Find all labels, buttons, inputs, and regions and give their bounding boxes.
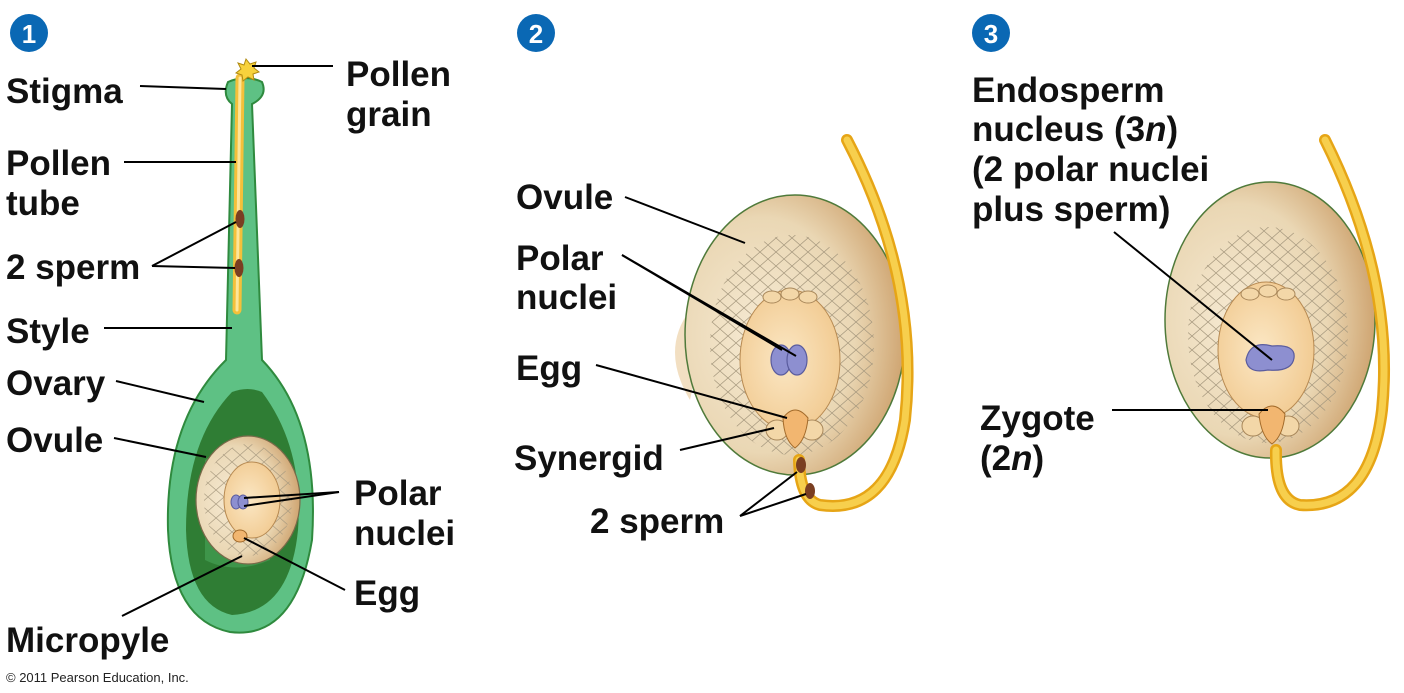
leader2-polar-b <box>621 254 797 357</box>
label-sperm: 2 sperm <box>6 248 140 287</box>
label-egg: Egg <box>354 574 420 613</box>
leader-stigma <box>139 85 227 90</box>
copyright-notice: © 2011 Pearson Education, Inc. <box>6 670 189 685</box>
leader-sperm-a <box>151 221 237 267</box>
leader-ovule <box>113 437 207 458</box>
label2-polar-nuclei-2: nuclei <box>516 278 617 317</box>
step-badge-2: 2 <box>517 14 555 52</box>
label-pollen-tube-1: Pollen <box>6 144 111 183</box>
label-pollen-grain-2: grain <box>346 95 432 134</box>
label2-synergid: Synergid <box>514 439 664 478</box>
leader-polar-nuclei-b <box>243 491 340 507</box>
label2-sperm: 2 sperm <box>590 502 724 541</box>
label-pollen-grain-1: Pollen <box>346 55 451 94</box>
label3-zygote-1: Zygote <box>980 399 1095 438</box>
leader-egg <box>243 537 346 591</box>
leader2-egg <box>595 364 788 419</box>
ovule-illustration-3 <box>1164 134 1391 512</box>
label-stigma: Stigma <box>6 72 123 111</box>
step-badge-3: 3 <box>972 14 1010 52</box>
leader-micropyle <box>121 555 243 617</box>
svg-text:3: 3 <box>984 19 998 49</box>
label-ovary: Ovary <box>6 364 106 403</box>
leader2-sperm-b <box>739 493 807 517</box>
label-polar-nuclei-2: nuclei <box>354 514 455 553</box>
ovule-illustration-2 <box>675 134 914 512</box>
leader2-synergid <box>679 427 775 451</box>
leader-polar-nuclei-a <box>243 491 340 499</box>
leader2-ovule <box>624 196 746 244</box>
leader2-sperm-a <box>739 471 798 517</box>
label-ovule: Ovule <box>6 421 103 460</box>
carpel-illustration <box>166 57 314 634</box>
leader-sperm-b <box>151 265 236 269</box>
svg-text:1: 1 <box>22 19 36 49</box>
label3-endosperm-2: nucleus (3n) <box>972 110 1178 149</box>
label3-zygote-2: (2n) <box>980 439 1044 478</box>
label3-endosperm-4: plus sperm) <box>972 190 1170 229</box>
label2-polar-nuclei-1: Polar <box>516 239 604 278</box>
label3-endosperm-3: (2 polar nuclei <box>972 150 1209 189</box>
step-badge-1: 1 <box>10 14 48 52</box>
label2-egg: Egg <box>516 349 582 388</box>
leader-ovary <box>115 380 205 403</box>
label-micropyle: Micropyle <box>6 621 169 660</box>
svg-text:2: 2 <box>529 19 543 49</box>
leader3-endosperm <box>1113 231 1273 361</box>
label-style: Style <box>6 312 90 351</box>
label3-endosperm-1: Endosperm <box>972 71 1165 110</box>
label-polar-nuclei-1: Polar <box>354 474 442 513</box>
label2-ovule: Ovule <box>516 178 613 217</box>
label-pollen-tube-2: tube <box>6 184 80 223</box>
